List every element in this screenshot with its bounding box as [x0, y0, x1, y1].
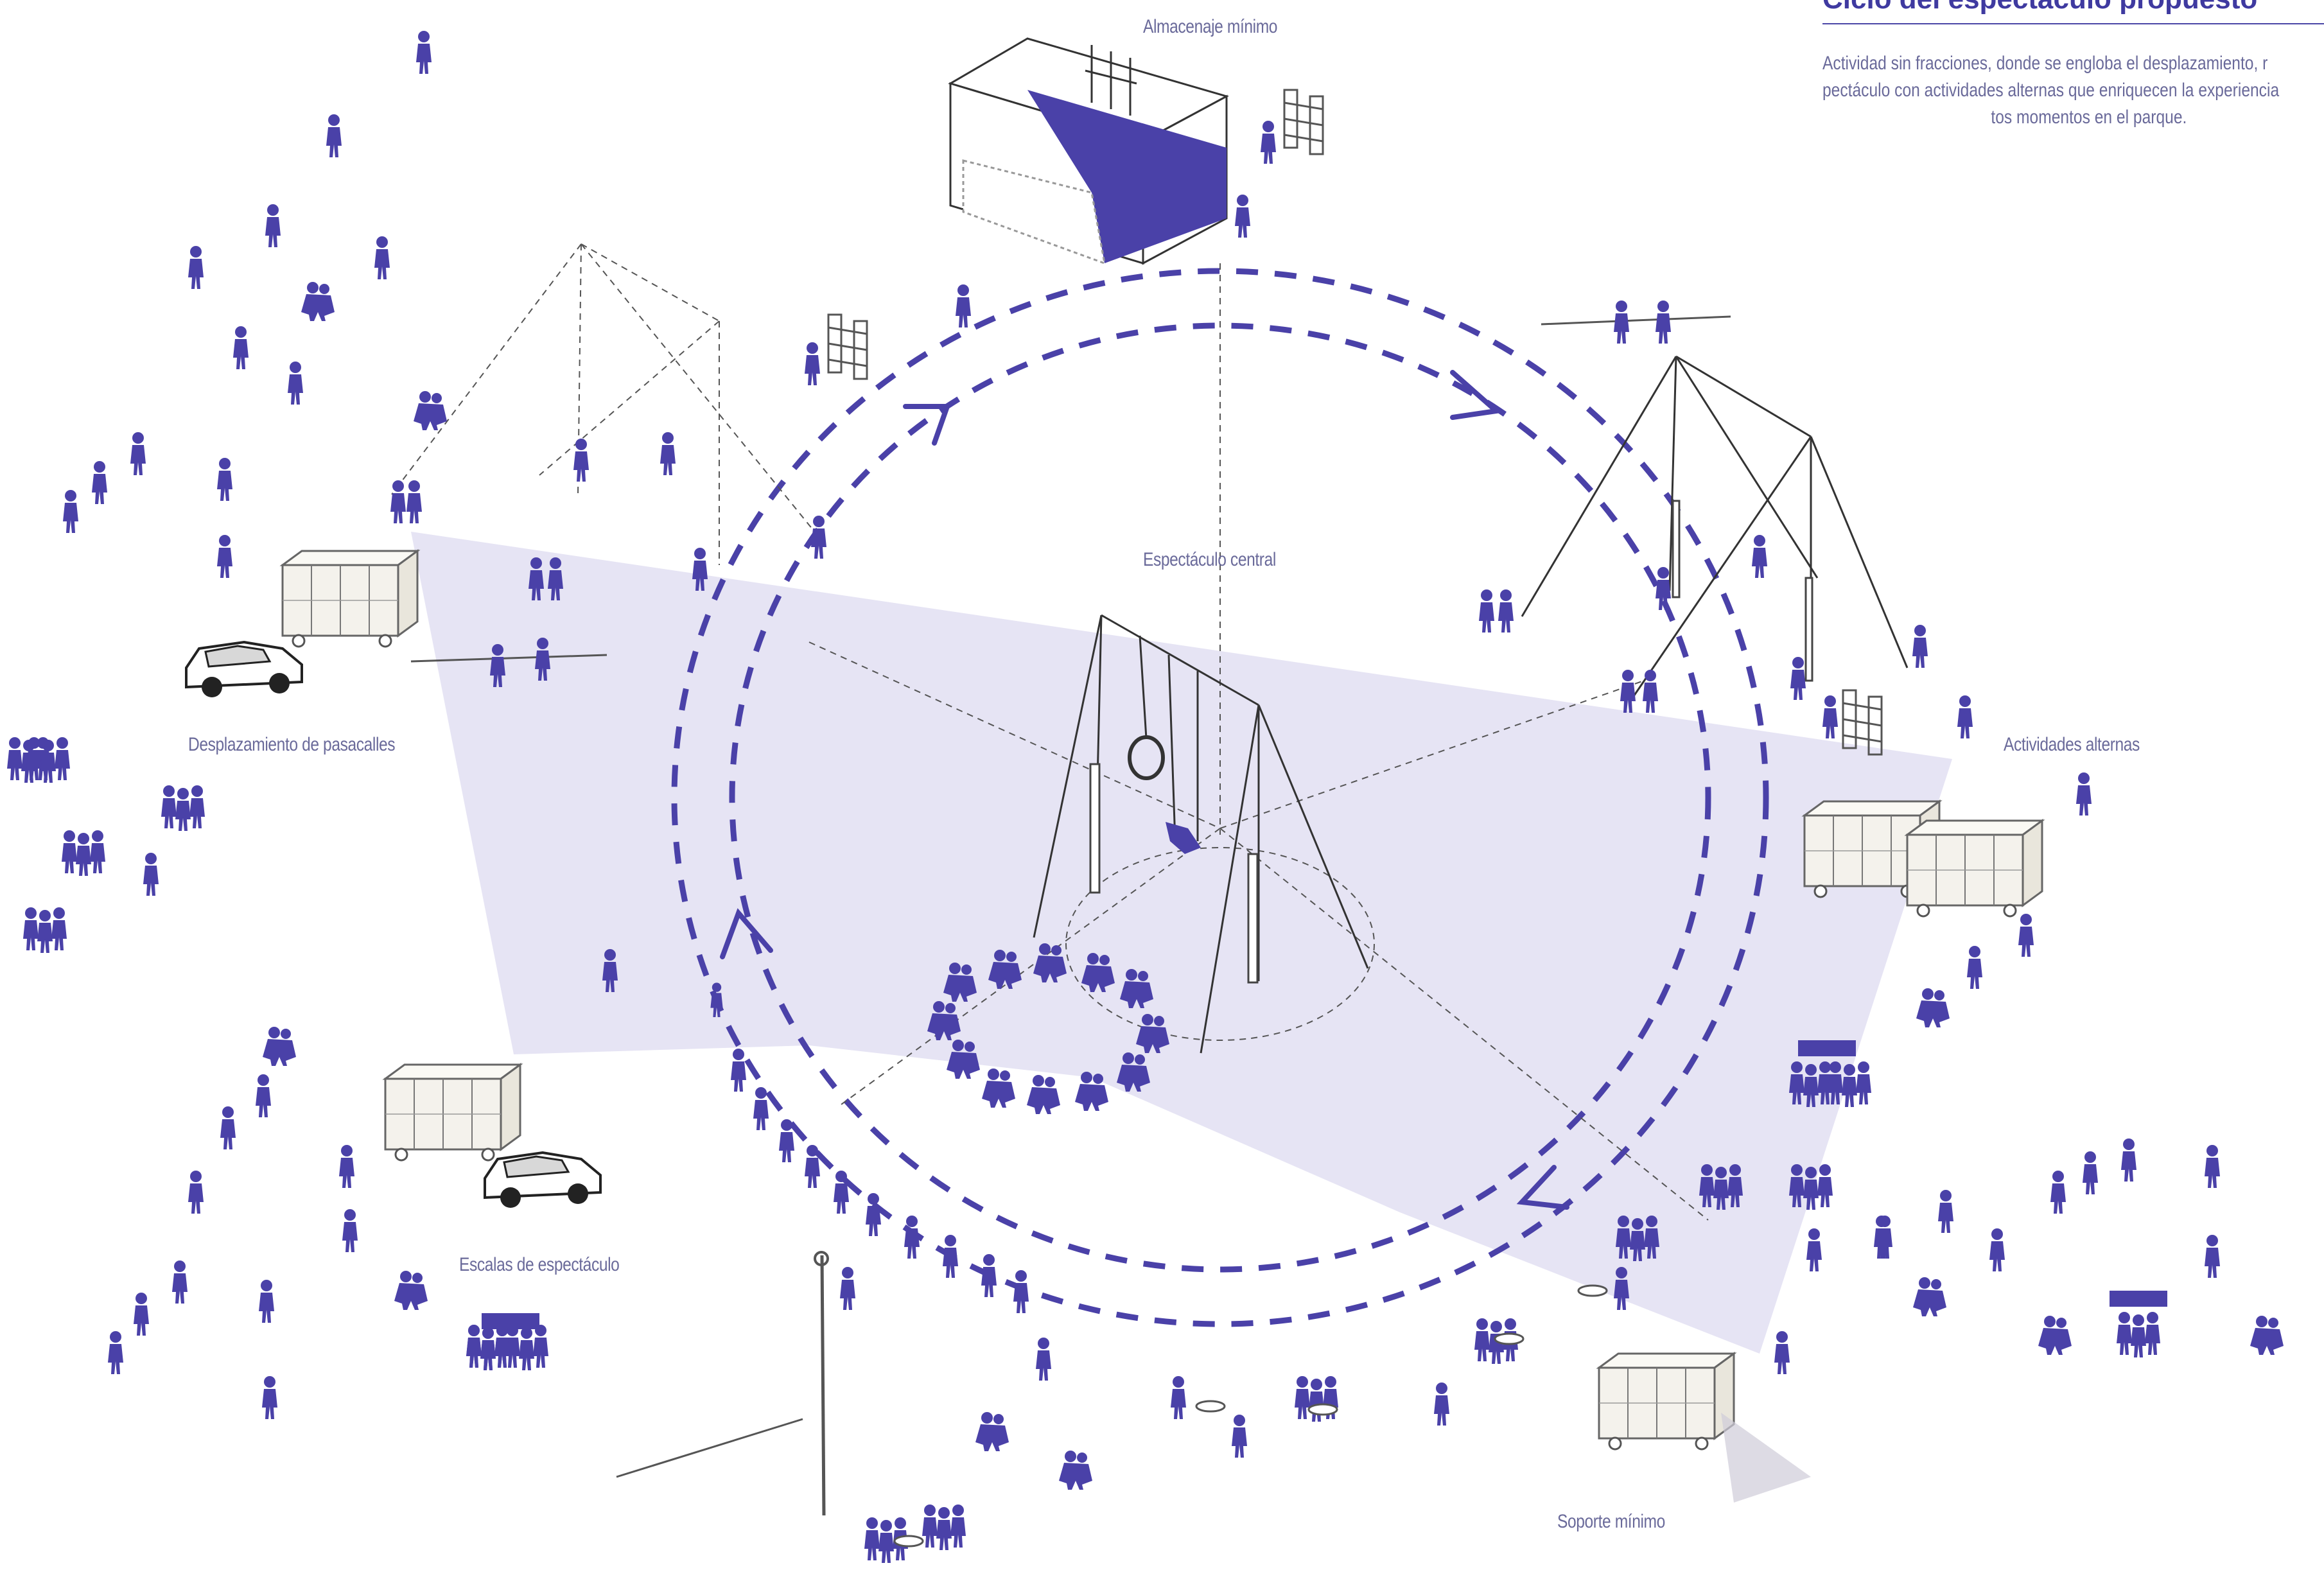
cycle-outer-circle: [671, 268, 1769, 1327]
description-line: tos momentos en el parque.: [1991, 107, 2187, 128]
cycle-inner-circle: [729, 322, 1711, 1273]
ladder-icon: [1283, 89, 1324, 155]
ladder-car-icon: [484, 1151, 602, 1209]
label-ladders: Escalas de espectáculo: [459, 1254, 620, 1275]
storage-box: [948, 37, 1229, 265]
label-parade: Desplazamiento de pasacalles: [188, 734, 396, 755]
label-support: Soporte mínimo: [1557, 1511, 1665, 1532]
parade-car-icon: [185, 641, 303, 699]
stage-plane: [411, 532, 1952, 1354]
label-storage: Almacenaje mínimo: [1143, 16, 1278, 37]
parade-truck: [281, 550, 419, 648]
ladder-truck: [384, 1063, 521, 1162]
right-rig: [1521, 355, 1909, 701]
support-light-cone: [1721, 1413, 1811, 1503]
balance-rods: [410, 315, 1731, 1478]
description-line: Actividad sin fracciones, donde se englo…: [1822, 53, 2268, 74]
banner-icons: [482, 1040, 2167, 1329]
pole: [814, 1251, 829, 1516]
ladder-icon: [827, 313, 868, 380]
label-alternate: Actividades alternas: [2004, 734, 2140, 755]
page-title: Ciclo del espectáculo propuesto: [1822, 0, 2257, 15]
cycle-arrow-icons: [720, 370, 1569, 1210]
alternate-truck-2: [1906, 819, 2043, 918]
table-icons: [893, 1284, 1608, 1548]
title-divider: [1822, 23, 2324, 24]
description-line: pectáculo con actividades alternas que e…: [1822, 80, 2280, 101]
label-central: Espectáculo central: [1143, 549, 1276, 570]
support-truck: [1598, 1352, 1735, 1451]
central-rig: [1033, 614, 1369, 1054]
description: Actividad sin fracciones, donde se englo…: [1822, 50, 2324, 131]
aerialist-icon: [1166, 822, 1201, 854]
